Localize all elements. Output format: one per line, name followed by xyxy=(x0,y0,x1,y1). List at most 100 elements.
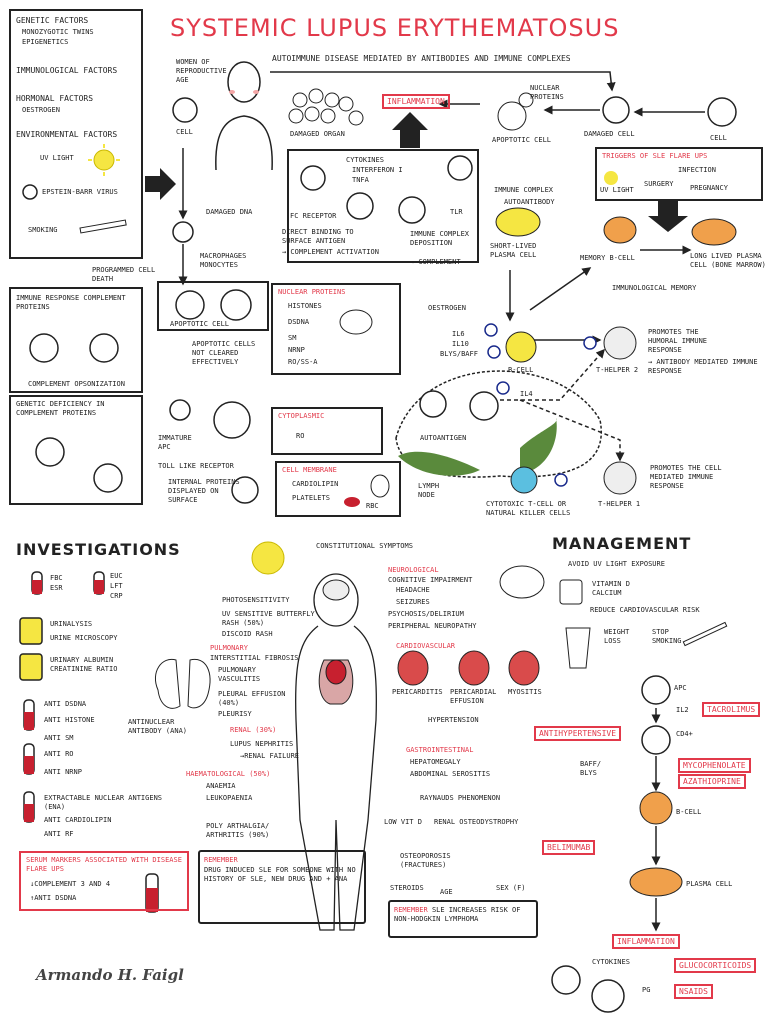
cytoplasmic-item: Ro xyxy=(296,432,305,440)
neuro-item: PSYCHOSIS/DELIRIUM xyxy=(388,610,464,618)
immature-apc-label: IMMATURE APC xyxy=(158,434,192,451)
cardio-item: MYOSITIS xyxy=(508,688,542,696)
bcell-label-management: B-CELL xyxy=(676,808,702,816)
interferon-label: INTERFERON I xyxy=(352,166,403,174)
remember-text: SLE INCREASES RISK OF NON-HODGKIN LYMPHO… xyxy=(394,906,521,923)
haem-title: HAEMATOLOGICAL (50%) xyxy=(186,770,271,778)
trigger-item: SURGERY xyxy=(644,180,674,188)
genetic-factors-label: GENETIC FACTORS xyxy=(16,16,89,25)
gi-title: GASTROINTESTINAL xyxy=(406,746,474,754)
anti-rf-label: ANTI RF xyxy=(44,830,74,838)
weight-loss-label: WEIGHT LOSS xyxy=(604,628,630,645)
membrane-item: CARDIOLIPIN xyxy=(292,480,339,488)
body-outline xyxy=(295,573,377,931)
urinary-ratio-label: URINARY ALBUMIN CREATININE RATIO xyxy=(50,656,118,673)
investigations-heading: INVESTIGATIONS xyxy=(16,540,181,559)
inflammation-box: INFLAMMATION xyxy=(382,94,450,109)
tlr-label: TLR xyxy=(450,208,463,216)
genetic-deficiency-label: GENETIC DEFICIENCY IN COMPLEMENT PROTEIN… xyxy=(16,400,105,417)
bcell-label: B-CELL xyxy=(508,366,534,374)
belimumab-box: BELIMUMAB xyxy=(542,840,596,855)
apoptotic-cell-label: APOPTOTIC CELL xyxy=(492,136,552,144)
urinalysis-label: URINALYSIS xyxy=(50,620,93,628)
ana-label: ANTINUCLEAR ANTIBODY (ANA) xyxy=(128,718,188,735)
stop-smoking-label: STOP SMOKING xyxy=(652,628,682,645)
tube-label: LFT xyxy=(110,582,123,590)
author-signature: Armando H. Faigl xyxy=(36,966,184,984)
mycophenolate-box: MYCOPHENOLATE xyxy=(678,758,751,773)
low-vit-d-label: LOW VIT D xyxy=(384,818,422,826)
damaged-dna-label: DAMAGED DNA xyxy=(206,208,253,216)
inflammation-box-management: INFLAMMATION xyxy=(612,934,680,949)
cytokines-label: CYTOKINES xyxy=(346,156,384,164)
il4-label: IL4 xyxy=(520,390,533,398)
nuclear-item: dsDNA xyxy=(288,318,310,326)
tube-label: FBC xyxy=(50,574,63,582)
immunological-factors-label: IMMUNOLOGICAL FACTORS xyxy=(16,66,118,75)
vitamin-label: VITAMIN D CALCIUM xyxy=(592,580,630,597)
cytokines-label-management: CYTOKINES xyxy=(592,958,630,966)
pulm-item: PLEURAL EFFUSION (40%) xyxy=(218,690,286,707)
remember-text-2: REMEMBER SLE INCREASES RISK OF NON-HODGK… xyxy=(394,906,532,924)
nuclear-item: Sm xyxy=(288,334,297,342)
neuro-title: NEUROLOGICAL xyxy=(388,566,439,574)
renal-item: →RENAL FAILURE xyxy=(240,752,300,760)
blys-label: BLyS/BAFF xyxy=(440,350,478,358)
apc-label: APC xyxy=(674,684,687,692)
opsonization-label: COMPLEMENT OPSONIZATION xyxy=(28,380,125,388)
butterfly-label: UV SENSITIVE BUTTERFLY RASH (50%) xyxy=(222,610,315,627)
il10-label: IL10 xyxy=(452,340,469,348)
apoptotic-cell-label-2: APOPTOTIC CELL xyxy=(170,320,230,328)
hormonal-item: OESTROGEN xyxy=(22,106,60,114)
nsaids-box: NSAIDS xyxy=(674,984,713,999)
thelper2-label: T-HELPER 2 xyxy=(596,366,639,374)
gi-item: ABDOMINAL SEROSITIS xyxy=(410,770,491,778)
antibody-mediated-label: → ANTIBODY MEDIATED IMMUNE RESPONSE xyxy=(648,358,758,375)
programmed-death-label: PROGRAMMED CELL DEATH xyxy=(92,266,156,283)
il6-label: IL6 xyxy=(452,330,465,338)
toll-like-label: TOLL LIKE RECEPTOR xyxy=(158,462,234,470)
virus-icon xyxy=(22,184,38,200)
membrane-item: RBC xyxy=(366,502,379,510)
damaged-organ-label: DAMAGED ORGAN xyxy=(290,130,345,138)
environmental-factors-label: ENVIRONMENTAL FACTORS xyxy=(16,130,118,139)
nuclear-item: Ro/SS-A xyxy=(288,358,318,366)
neuro-item: COGNITIVE IMPAIRMENT xyxy=(388,576,473,584)
sex-label: SEX (F) xyxy=(496,884,526,892)
haem-item: LEUKOPAENIA xyxy=(206,794,253,802)
cell-label-2: CELL xyxy=(710,134,727,142)
fc-receptor-label: Fc RECEPTOR xyxy=(290,212,337,220)
cardio-title: CARDIOVASCULAR xyxy=(396,642,456,650)
osteoporosis-label: OSTEOPOROSIS (FRACTURES) xyxy=(400,852,451,869)
ana-item: ANTI HISTONE xyxy=(44,716,95,724)
pulm-item: PULMONARY VASCULITIS xyxy=(218,666,261,683)
trigger-item: INFECTION xyxy=(678,166,716,174)
hypertension-label: HYPERTENSION xyxy=(428,716,479,724)
memory-b-label: MEMORY B-CELL xyxy=(580,254,635,262)
pulm-item: PLEURISY xyxy=(218,710,252,718)
autoantibody-label: AUTOANTIBODY xyxy=(504,198,555,206)
immunological-memory-label: IMMUNOLOGICAL MEMORY xyxy=(612,284,697,292)
immune-deposition-label: IMMUNE COMPLEX DEPOSITION xyxy=(410,230,470,247)
pulm-item: INTERSTITIAL FIBROSIS xyxy=(210,654,299,662)
remember-text: DRUG INDUCED SLE FOR SOMEONE WITH NO HIS… xyxy=(204,866,356,883)
ebv-label: EPSTEIN-BARR VIRUS xyxy=(42,188,118,196)
humoral-label: PROMOTES THE HUMORAL IMMUNE RESPONSE xyxy=(648,328,708,354)
remember-label: REMEMBER xyxy=(204,856,238,864)
ana-item: ANTI Sm xyxy=(44,734,74,742)
ana-item: ANTI Ro xyxy=(44,750,74,758)
glucocorticoids-box: GLUCOCORTICOIDS xyxy=(674,958,757,973)
trigger-item: UV LIGHT xyxy=(600,186,634,194)
cd4-label: CD4+ xyxy=(676,730,693,738)
ana-item: ANTI nRNP xyxy=(44,768,82,776)
hormonal-factors-label: HORMONAL FACTORS xyxy=(16,94,94,103)
cardio-item: PERICARDITIS xyxy=(392,688,443,696)
big-arrow-icon xyxy=(145,168,176,200)
woman-drawing xyxy=(215,61,273,171)
sun-icon xyxy=(88,144,120,176)
internal-proteins-label: INTERNAL PROTEINS DISPLAYED ON SURFACE xyxy=(168,478,240,504)
macrophages-label: MACROPHAGES MONOCYTES xyxy=(200,252,247,269)
pulm-title: PULMONARY xyxy=(210,644,248,652)
antihypertensive-box: ANTIHYPERTENSIVE xyxy=(534,726,622,741)
